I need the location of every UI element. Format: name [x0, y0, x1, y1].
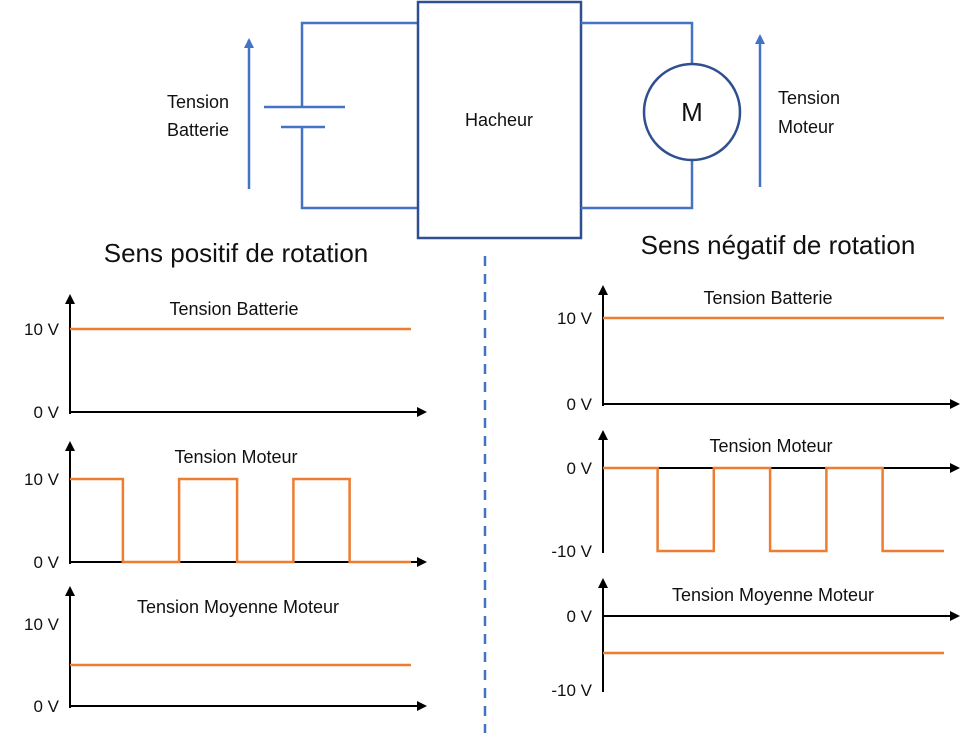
wire-battery-bottom [300, 127, 418, 210]
y-tick-label: -10 V [551, 542, 592, 561]
chart-panel-negative-1: 10 V 0 V Tension Batterie [557, 285, 960, 414]
wire-motor-bottom [581, 160, 694, 210]
motor-label-line2: Moteur [778, 117, 834, 137]
chart-title: Tension Moteur [174, 447, 297, 467]
y-tick-label: -10 V [551, 681, 592, 700]
motor-label-line1: Tension [778, 88, 840, 108]
chart-title: Tension Moteur [709, 436, 832, 456]
chart-title: Tension Moyenne Moteur [137, 597, 339, 617]
motor-symbol [642, 62, 742, 162]
y-tick-label: 0 V [33, 697, 59, 716]
y-tick-label: 0 V [33, 403, 59, 422]
wire-battery-top [300, 21, 418, 107]
signal-line [603, 466, 944, 553]
y-tick-label: 10 V [24, 615, 60, 634]
voltage-charts: 10 V 0 V Tension Batterie 10 V 0 V Tension Mo… [24, 285, 960, 716]
positive-rotation-title: Sens positif de rotation [104, 238, 369, 268]
y-tick-label: 0 V [33, 553, 59, 572]
circuit-schematic: Tension Batterie Hacheur M Tension Moteu… [167, 0, 840, 240]
chart-panel-positive-1: 10 V 0 V Tension Batterie [24, 294, 427, 422]
negative-rotation-title: Sens négatif de rotation [641, 230, 916, 260]
chopper-box [416, 0, 583, 240]
chart-title: Tension Moyenne Moteur [672, 585, 874, 605]
chart-panel-negative-3: 0 V -10 V Tension Moyenne Moteur [551, 578, 960, 700]
battery-label-line2: Batterie [167, 120, 229, 140]
wire-motor-top [581, 21, 694, 64]
y-tick-label: 0 V [566, 459, 592, 478]
chart-title: Tension Batterie [169, 299, 298, 319]
chart-title: Tension Batterie [703, 288, 832, 308]
y-tick-label: 10 V [24, 320, 60, 339]
y-tick-label: 10 V [557, 309, 593, 328]
chart-panel-negative-2: 0 V -10 V Tension Moteur [551, 430, 960, 561]
y-tick-label: 0 V [566, 395, 592, 414]
motor-letter: M [681, 97, 703, 127]
y-tick-label: 10 V [24, 470, 60, 489]
signal-line [70, 477, 411, 564]
chopper-label: Hacheur [465, 110, 533, 130]
battery-label-line1: Tension [167, 92, 229, 112]
chart-panel-positive-3: 10 V 0 V Tension Moyenne Moteur [24, 586, 427, 716]
y-tick-label: 0 V [566, 607, 592, 626]
chart-panel-positive-2: 10 V 0 V Tension Moteur [24, 441, 427, 572]
